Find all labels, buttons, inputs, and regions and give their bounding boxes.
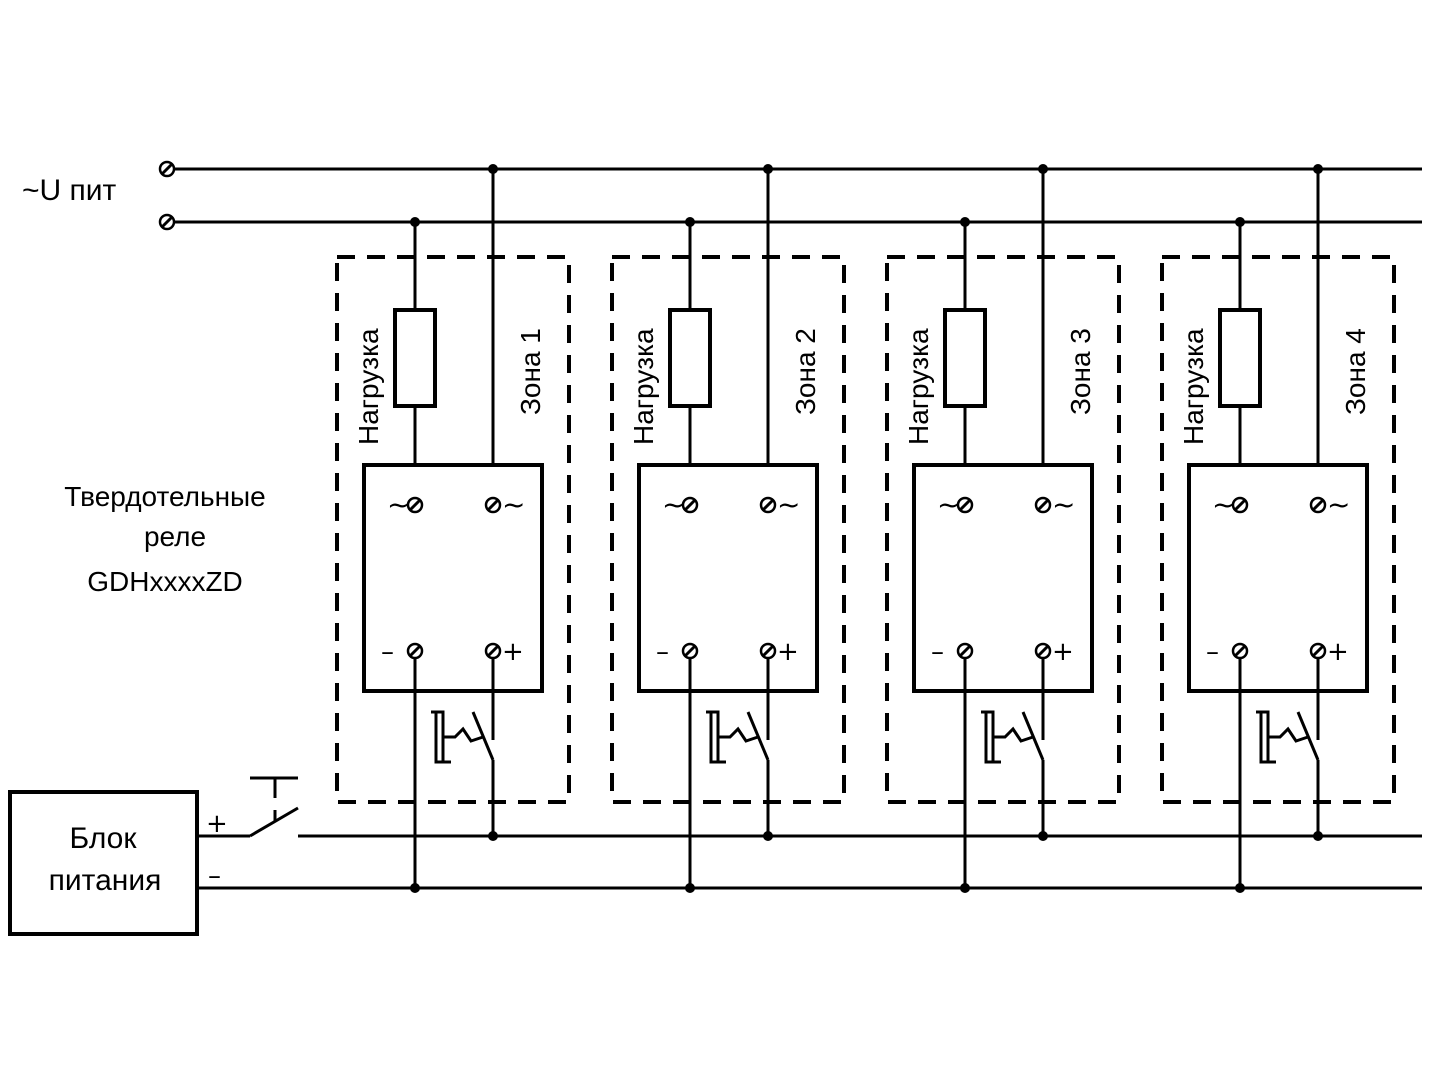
zone-3-plus-junction: [1038, 831, 1048, 841]
terminal-slash: [160, 162, 174, 176]
zone-4-relay-body: [1187, 463, 1369, 693]
zone-2-switch-blade: [746, 711, 770, 761]
zone-2-zone-label: Зона 2: [790, 328, 821, 415]
zone-2-plus-junction: [763, 831, 773, 841]
zone-4-terminal-dc-plus-slash: [1311, 644, 1325, 658]
zone-2-ac-right-symbol: ~: [777, 488, 800, 521]
zone-1-terminal-ac-left-slash: [408, 498, 422, 512]
zone-1-switch-handle: [434, 712, 451, 764]
zone-3-terminal-ac-right-slash: [1036, 498, 1050, 512]
zone-2-dc-minus-symbol: –: [656, 637, 669, 667]
zone-4-dc-plus-symbol: +: [1327, 637, 1349, 667]
zone-1-dc-minus-symbol: –: [381, 637, 394, 667]
zone-1-plus-junction: [488, 831, 498, 841]
zone-3-load-resistor: [943, 308, 987, 408]
relay-caption-line1: Твердотельные: [64, 481, 265, 512]
zone-1-load-label: Нагрузка: [353, 328, 384, 445]
supply-label: ~U пит: [22, 174, 117, 207]
zone-1-load-resistor: [393, 308, 437, 408]
power-plus-label: +: [206, 809, 228, 839]
relay-caption-line2: реле: [144, 521, 206, 552]
zone-2-terminal-ac-left-slash: [683, 498, 697, 512]
zone-4-switch-bracket: [1256, 710, 1270, 762]
zone-4-dc-minus-symbol: –: [1206, 637, 1219, 667]
zone-4-terminal-ac-right-slash: [1311, 498, 1325, 512]
zone-1-switch-blade: [471, 711, 495, 761]
zone-3-switch-blade: [1021, 711, 1045, 761]
zone-4-switch-blade: [1296, 711, 1320, 761]
power-supply-line2: питания: [49, 864, 162, 897]
zone-4-load-label: Нагрузка: [1178, 328, 1209, 445]
zone-2-load-label: Нагрузка: [628, 328, 659, 445]
zone-3-switch-handle: [984, 712, 1001, 764]
zone-4-switch-handle: [1259, 712, 1276, 764]
zone-1-terminal-ac-right-slash: [486, 498, 500, 512]
zone-4-minus-junction: [1235, 883, 1245, 893]
zone-3-dc-minus-symbol: –: [931, 637, 944, 667]
zone-4-switch-link: [1268, 726, 1309, 743]
zone-4-load-resistor: [1218, 308, 1262, 408]
zone-3-terminal-dc-minus-slash: [958, 644, 972, 658]
zone-3-ac-left-symbol: ~: [937, 488, 960, 521]
zone-3-minus-junction: [960, 883, 970, 893]
zone-1-ac-right-symbol: ~: [502, 488, 525, 521]
power-supply-line1: Блок: [69, 822, 137, 855]
zone-1-ac-left-symbol: ~: [387, 488, 410, 521]
zone-3-terminal-dc-plus-slash: [1036, 644, 1050, 658]
zone-2-switch-bracket: [706, 710, 720, 762]
power-minus-label: –: [208, 861, 221, 891]
zone-2-load-resistor: [668, 308, 712, 408]
zone-4-ac-right-symbol: ~: [1327, 488, 1350, 521]
relay-caption-line3: GDHxxxxZD: [87, 566, 243, 597]
main-switch-icon: [197, 776, 299, 838]
zone-2-ac-left-symbol: ~: [662, 488, 685, 521]
zone-4-terminal-dc-minus-slash: [1233, 644, 1247, 658]
zone-4-zone-label: Зона 4: [1340, 328, 1371, 415]
zone-2-terminal-ac-right-slash: [761, 498, 775, 512]
terminal-slash: [160, 215, 174, 229]
zone-2-switch-link: [718, 726, 759, 743]
zone-1-switch-link: [443, 726, 484, 743]
zone-3-switch-link: [993, 726, 1034, 743]
zone-1-relay-body: [362, 463, 544, 693]
zone-2-switch-handle: [709, 712, 726, 764]
power-supply-box: [8, 790, 199, 936]
zone-2-minus-junction: [685, 883, 695, 893]
zone-4-plus-junction: [1313, 831, 1323, 841]
zone-1-minus-junction: [410, 883, 420, 893]
zone-4-terminal-ac-left-slash: [1233, 498, 1247, 512]
zone-1-switch-bracket: [431, 710, 445, 762]
zone-4-ac-left-symbol: ~: [1212, 488, 1235, 521]
zone-2-terminal-dc-plus-slash: [761, 644, 775, 658]
zone-3-switch-bracket: [981, 710, 995, 762]
zone-2-relay-body: [637, 463, 819, 693]
zone-1-terminal-dc-plus-slash: [486, 644, 500, 658]
zone-2-terminal-dc-minus-slash: [683, 644, 697, 658]
zone-3-load-label: Нагрузка: [903, 328, 934, 445]
zone-3-ac-right-symbol: ~: [1052, 488, 1075, 521]
zone-1-zone-label: Зона 1: [515, 328, 546, 415]
zone-3-terminal-ac-left-slash: [958, 498, 972, 512]
zone-3-zone-label: Зона 3: [1065, 328, 1096, 415]
zone-3-dc-plus-symbol: +: [1052, 637, 1074, 667]
zone-2-dc-plus-symbol: +: [777, 637, 799, 667]
zone-1-terminal-dc-minus-slash: [408, 644, 422, 658]
zone-1-dc-plus-symbol: +: [502, 637, 524, 667]
zone-3-relay-body: [912, 463, 1094, 693]
